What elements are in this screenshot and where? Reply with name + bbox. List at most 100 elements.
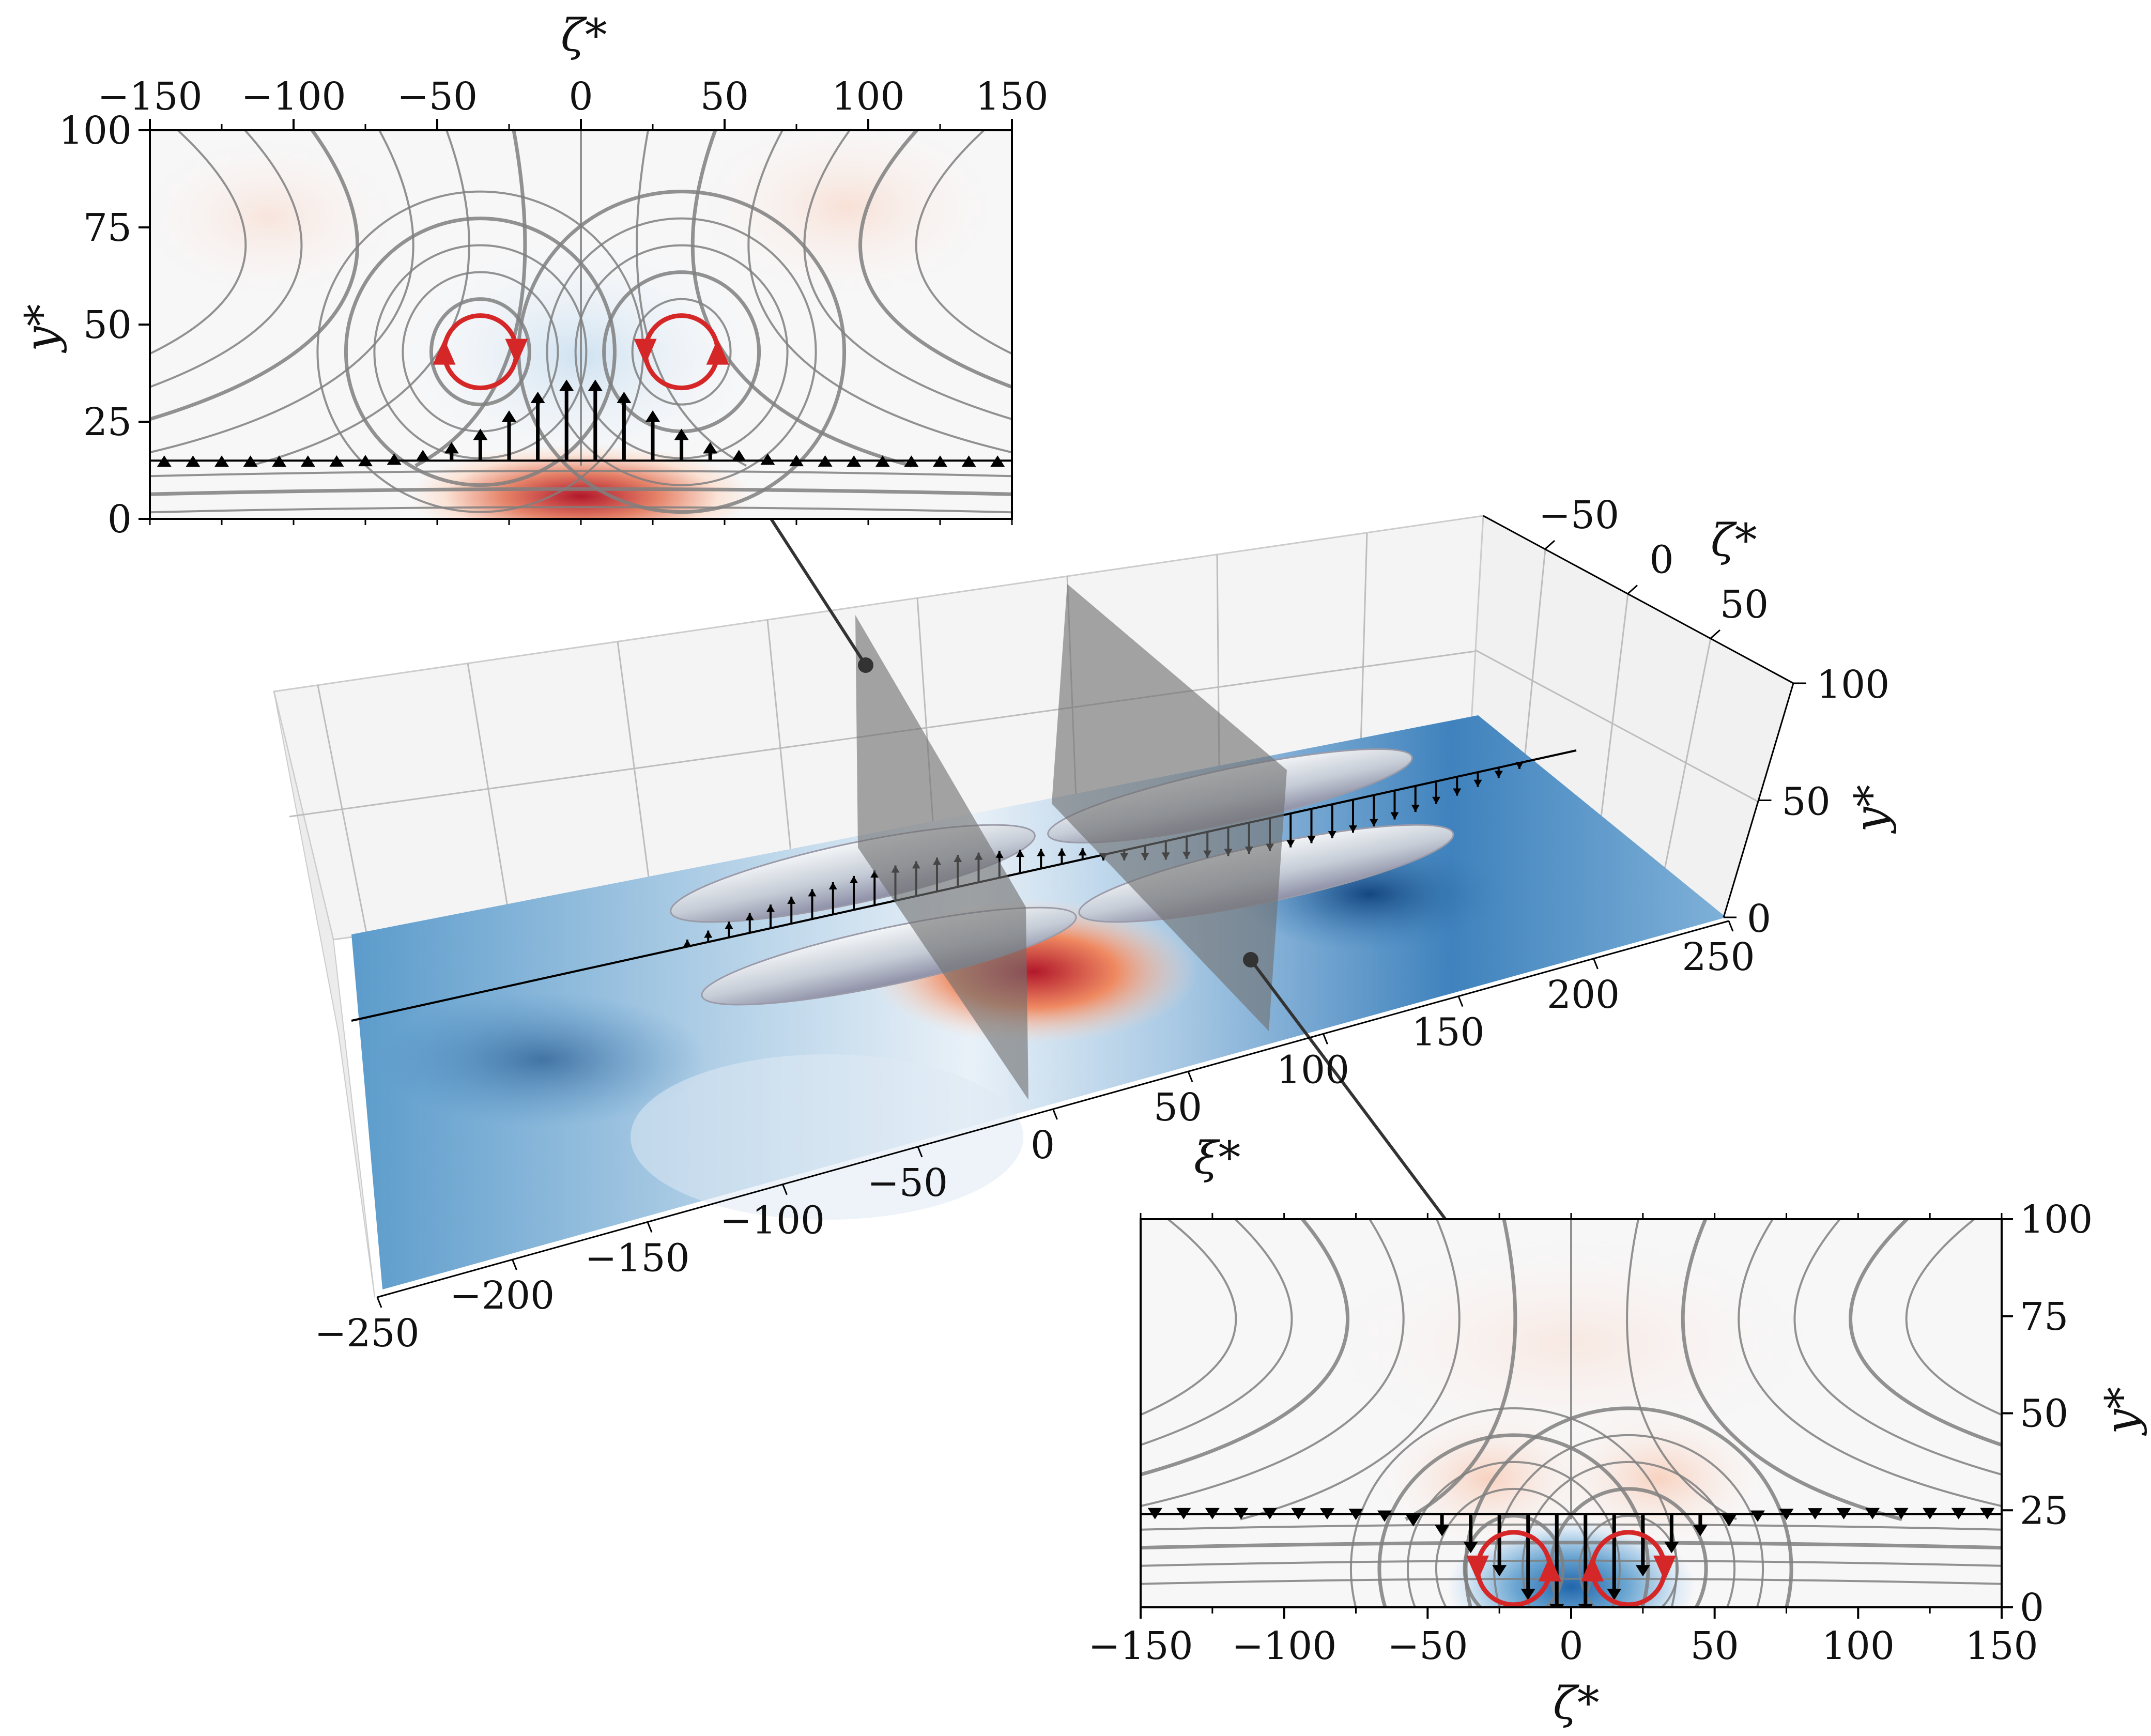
zeta3d-tick-label: −50 xyxy=(1539,493,1619,537)
xi-tick xyxy=(917,1146,923,1158)
streamline xyxy=(1793,1219,2002,1476)
leader-lines xyxy=(770,518,1451,1226)
main-arrow-head xyxy=(1411,805,1420,812)
quiver-head xyxy=(875,455,890,467)
quiver-head xyxy=(157,455,172,467)
quiver-head xyxy=(1463,1542,1478,1554)
quiver-head xyxy=(1894,1508,1909,1519)
x-tick-label: 150 xyxy=(1965,1624,2038,1668)
vortex-arrowhead xyxy=(505,339,528,365)
quiver-head xyxy=(1664,1542,1679,1554)
quiver-head xyxy=(1348,1509,1363,1520)
y-tick-label: 50 xyxy=(2020,1392,2068,1436)
main-arrow-head xyxy=(1370,819,1378,826)
main-arrow-head xyxy=(1286,840,1295,848)
y-tick-label: 25 xyxy=(83,400,132,444)
right-wall-grid xyxy=(1475,548,1758,885)
x-tick-label: 0 xyxy=(1559,1624,1583,1668)
quiver-head xyxy=(1750,1510,1765,1522)
main-arrow-head xyxy=(1307,836,1316,843)
quiver-head xyxy=(272,455,287,467)
top-inset-y-label: y* xyxy=(16,304,68,354)
streamline xyxy=(1141,1219,1293,1446)
quiver-head xyxy=(904,455,919,467)
bottom-inset-y-label: y* xyxy=(2096,1387,2148,1436)
quiver-head xyxy=(1176,1508,1191,1519)
streamline xyxy=(150,525,1012,530)
quiver-head xyxy=(1578,1604,1593,1607)
quiver-head xyxy=(1549,1604,1564,1607)
streamline xyxy=(373,244,588,459)
quiver-head xyxy=(186,455,201,467)
quiver-head xyxy=(1980,1508,1995,1519)
streamline xyxy=(150,130,247,355)
streamline xyxy=(1141,1219,1349,1477)
leader-dot-top xyxy=(858,657,873,673)
main-arrow-head xyxy=(808,889,817,897)
main-arrow-head xyxy=(1432,796,1440,804)
quiver-head xyxy=(847,455,862,467)
quiver-head xyxy=(444,442,459,454)
quiver-head xyxy=(818,455,833,467)
xi-tick xyxy=(1593,958,1599,970)
quiver-head xyxy=(646,410,660,422)
xi-tick-label: −150 xyxy=(585,1236,689,1280)
streamline xyxy=(150,506,1012,514)
main-arrow-head xyxy=(1390,812,1399,820)
main-arrow-head xyxy=(683,940,692,947)
xi-tick-label: 200 xyxy=(1547,973,1620,1017)
quiver-head xyxy=(214,455,229,467)
quiver-head xyxy=(473,428,488,440)
y-tick-label: 0 xyxy=(2020,1586,2044,1630)
zeta3d-tick-label: 50 xyxy=(1720,582,1769,627)
streamline xyxy=(1349,1407,1678,1607)
streamline xyxy=(1464,1406,1793,1607)
streamline xyxy=(150,130,359,421)
streamline xyxy=(1405,1219,1517,1521)
quiver-head xyxy=(1808,1508,1823,1520)
quiver-head xyxy=(1722,1515,1737,1527)
y-tick-label: 0 xyxy=(107,497,132,542)
main-arrow-head xyxy=(1328,831,1336,838)
y-tick-label: 50 xyxy=(83,303,132,347)
vortex-arrowhead xyxy=(634,339,657,365)
quiver-head xyxy=(358,455,373,467)
bottom-velocity-arrows xyxy=(1141,1508,2002,1607)
main-arrow-head xyxy=(766,904,775,912)
streamline xyxy=(915,130,1012,355)
xi-tick xyxy=(647,1221,653,1233)
streamline xyxy=(1141,1577,2002,1585)
xi-tick xyxy=(782,1184,788,1195)
x-tick-label: −50 xyxy=(1387,1624,1468,1668)
quiver-head xyxy=(1779,1509,1794,1520)
quiver-head xyxy=(1234,1508,1249,1519)
cut-plane-upstream xyxy=(855,615,1028,1100)
zeta3d-tick xyxy=(1710,629,1720,639)
xi-tick-label: 100 xyxy=(1277,1048,1349,1092)
quiver-head xyxy=(703,442,718,454)
streamline xyxy=(1240,1219,1461,1520)
quiver-head xyxy=(1520,1589,1535,1601)
quiver-head xyxy=(1865,1508,1880,1519)
quiver-head xyxy=(760,453,775,465)
top-inset-x-label: ζ* xyxy=(561,10,607,62)
streamline xyxy=(1849,1219,2002,1447)
main-arrow-head xyxy=(1453,788,1462,796)
xi-tick xyxy=(1052,1109,1058,1120)
vortex-arrowhead xyxy=(1538,1555,1561,1581)
y-tick-label: 25 xyxy=(2020,1488,2068,1533)
main-arrow-head xyxy=(1473,779,1482,787)
y3d-tick-label: 100 xyxy=(1817,663,1889,707)
streamline xyxy=(1626,1219,1737,1520)
streamline xyxy=(150,487,1012,496)
quiver-head xyxy=(1607,1589,1622,1601)
main-arrow-head xyxy=(1349,825,1357,833)
streamline xyxy=(1141,1219,1405,1508)
y-tick-label: 75 xyxy=(2020,1295,2068,1339)
quiver-head xyxy=(1836,1508,1851,1519)
streamline xyxy=(150,130,303,388)
